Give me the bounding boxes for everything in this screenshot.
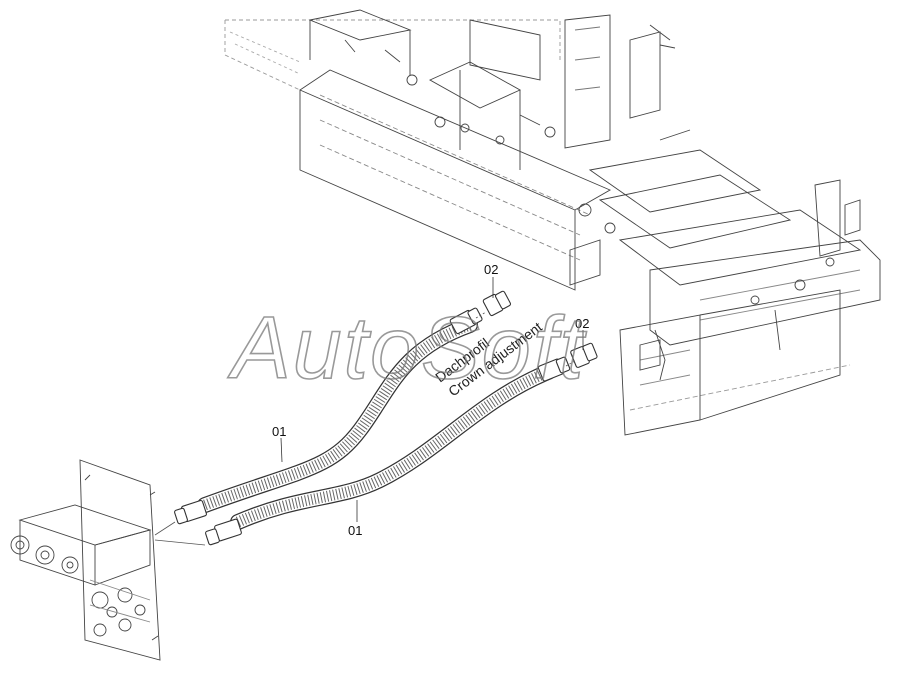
- control-valve-block: [10, 459, 161, 661]
- machine-frame: [224, 9, 881, 436]
- adapter-leaders: [475, 311, 576, 367]
- callout-hose-lower: 01: [348, 523, 362, 538]
- callout-hose-upper: 01: [272, 424, 286, 439]
- watermark-text: AutoSoft: [227, 298, 587, 397]
- callout-fitting-upper: 02: [484, 262, 498, 277]
- callout-leaders: [280, 277, 584, 522]
- hose-01-upper: [197, 317, 478, 513]
- callout-fitting-lower: 02: [575, 316, 589, 331]
- adapter-fitting-02-upper: [482, 290, 512, 317]
- hose-fittings: [174, 307, 571, 546]
- hose-01-lower: [230, 364, 556, 530]
- adapter-fitting-02-lower: [570, 342, 598, 368]
- connection-leader: [154, 521, 206, 546]
